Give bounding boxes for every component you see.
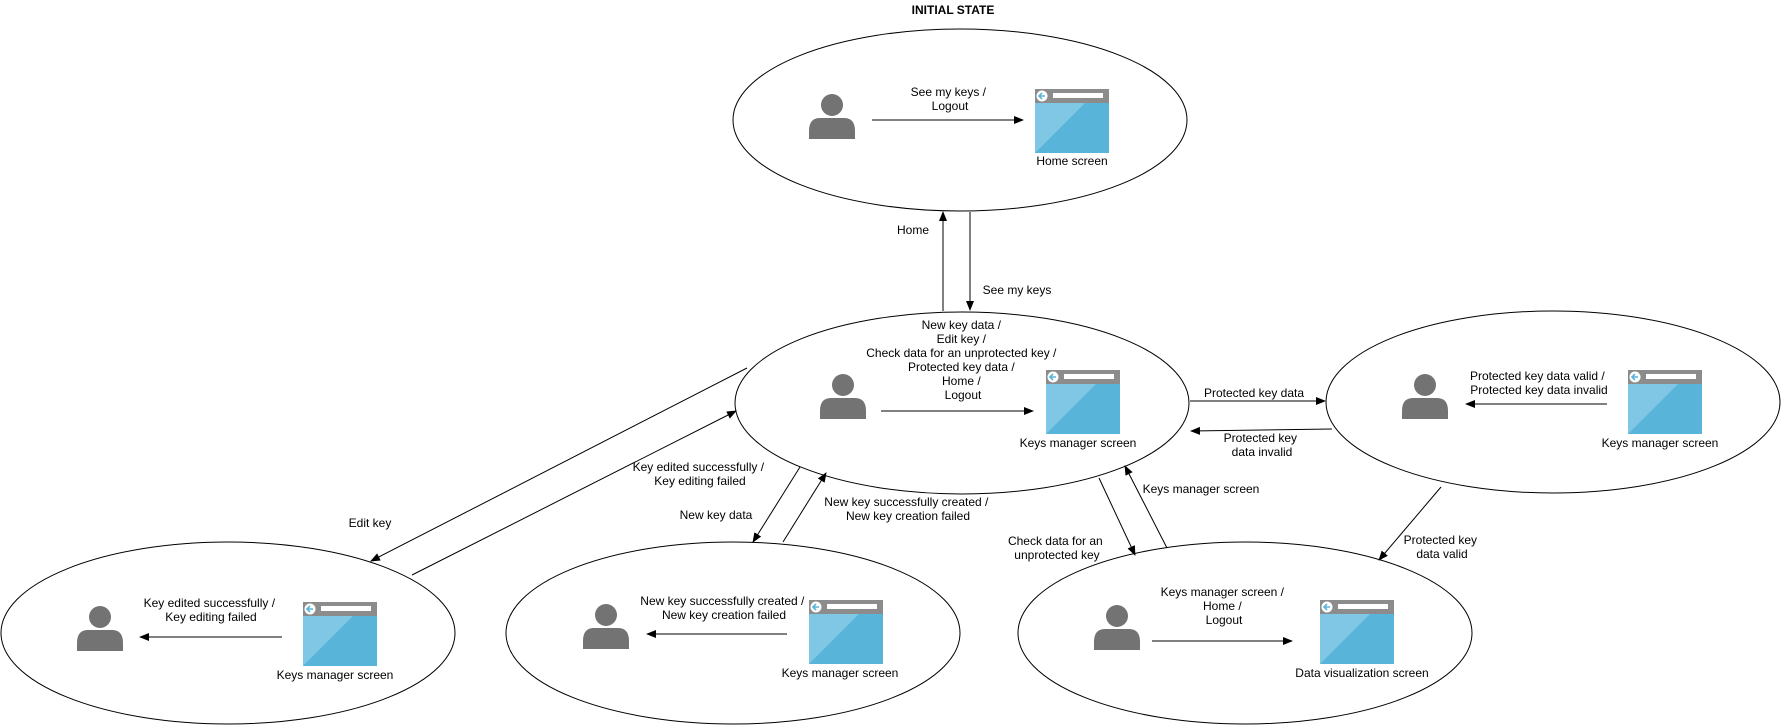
transition-arrow	[1378, 486, 1442, 561]
event-line: Protected key data invalid	[1470, 383, 1607, 397]
event-line: Protected key data /	[908, 360, 1015, 374]
transition-label: See my keys	[983, 283, 1052, 297]
screen-label: Keys manager screen	[1602, 436, 1719, 450]
state-protected-key: Protected key data valid / Protected key…	[1325, 310, 1781, 494]
browser-window-icon	[302, 601, 378, 667]
screen-label: Data visualization screen	[1295, 666, 1428, 680]
transition-dataviz-to-keys: Keys manager screen	[1124, 465, 1260, 549]
state-dataviz-events: Keys manager screen / Home / Logout	[1161, 585, 1288, 627]
transition-protected-to-dataviz: Protected key data valid	[1378, 486, 1481, 561]
event-line: Logout	[945, 388, 982, 402]
screen-label: Home screen	[1036, 154, 1107, 168]
user-icon	[820, 374, 866, 419]
transition-label-line: data valid	[1416, 547, 1467, 561]
event-line: Protected key data valid /	[1470, 369, 1605, 383]
browser-window-icon	[808, 599, 884, 665]
transition-protected-to-keys: Protected key data invalid	[1190, 426, 1333, 459]
state-new-events: New key successfully created / New key c…	[640, 594, 807, 622]
transition-arrow	[1190, 426, 1333, 435]
state-home-ellipse	[732, 28, 1188, 212]
browser-window-icon	[1034, 88, 1110, 154]
transition-label-line: Key editing failed	[654, 474, 745, 488]
transition-arrow	[1124, 465, 1168, 549]
browser-window-icon	[1045, 369, 1121, 435]
screen-label: Keys manager screen	[1020, 436, 1137, 450]
transition-home-to-keys: See my keys	[966, 212, 1052, 311]
browser-window-icon	[1627, 369, 1703, 435]
transition-label: Protected key data	[1204, 386, 1304, 400]
state-data-visualization: Keys manager screen / Home / Logout Data…	[1017, 541, 1473, 725]
event-line: Logout	[932, 99, 969, 113]
state-dataviz-ellipse	[1017, 541, 1473, 725]
event-line: See my keys /	[911, 85, 987, 99]
event-line: New key creation failed	[662, 608, 786, 622]
diagram-title: INITIAL STATE	[912, 3, 995, 17]
user-icon	[1094, 605, 1140, 650]
event-line: Home /	[1203, 599, 1242, 613]
transition-edit-to-keys: Key edited successfully / Key editing fa…	[411, 410, 768, 576]
transition-arrow	[370, 367, 748, 562]
transition-label: Key edited successfully / Key editing fa…	[633, 460, 768, 488]
transition-label-line: data invalid	[1232, 445, 1293, 459]
transition-arrow	[411, 410, 737, 576]
state-edit-ellipse	[0, 541, 456, 725]
state-keys-manager: New key data / Edit key / Check data for…	[734, 311, 1190, 495]
transition-label-line: New key successfully created /	[824, 495, 989, 509]
event-line: Edit key /	[937, 332, 987, 346]
transition-label-line: unprotected key	[1014, 548, 1099, 562]
transition-label: Edit key	[349, 516, 392, 530]
event-line: Keys manager screen /	[1161, 585, 1285, 599]
state-new-key: New key successfully created / New key c…	[505, 541, 961, 725]
event-line: Check data for an unprotected key /	[866, 346, 1057, 360]
state-protected-ellipse	[1325, 310, 1781, 494]
transition-label-line: Protected key	[1404, 533, 1477, 547]
event-line: Home /	[942, 374, 981, 388]
event-line: New key data /	[922, 318, 1002, 332]
state-edit-events: Key edited successfully / Key editing fa…	[144, 596, 279, 624]
transition-label: Keys manager screen	[1143, 482, 1260, 496]
user-icon	[1402, 374, 1448, 419]
screen-label: Keys manager screen	[277, 668, 394, 682]
state-new-ellipse	[505, 541, 961, 725]
transition-label: Protected key data invalid	[1224, 431, 1301, 459]
user-icon	[809, 94, 855, 139]
transition-keys-to-protected: Protected key data	[1190, 386, 1326, 405]
event-line: New key successfully created /	[640, 594, 805, 608]
screen-label: Keys manager screen	[782, 666, 899, 680]
transition-new-to-keys: New key successfully created / New key c…	[782, 472, 991, 543]
state-edit-key: Key edited successfully / Key editing fa…	[0, 541, 456, 725]
user-icon	[77, 606, 123, 651]
state-home: See my keys / Logout Home screen	[732, 28, 1188, 212]
event-line: Key edited successfully /	[144, 596, 276, 610]
transition-label: Check data for an unprotected key	[1008, 534, 1106, 562]
transition-keys-to-edit: Edit key	[349, 367, 748, 562]
transition-label-line: Check data for an	[1008, 534, 1103, 548]
transition-label: Home	[897, 223, 929, 237]
user-icon	[583, 604, 629, 649]
transition-keys-to-dataviz: Check data for an unprotected key	[1008, 477, 1136, 562]
transition-keys-to-home: Home	[897, 211, 947, 311]
transition-label-line: Key edited successfully /	[633, 460, 765, 474]
state-home-events: See my keys / Logout	[911, 85, 990, 113]
state-protected-events: Protected key data valid / Protected key…	[1470, 369, 1608, 397]
browser-window-icon	[1319, 599, 1395, 665]
event-line: Key editing failed	[165, 610, 256, 624]
transition-label: New key successfully created / New key c…	[824, 495, 991, 523]
transition-arrow	[782, 472, 827, 543]
event-line: Logout	[1206, 613, 1243, 627]
transition-label-line: Protected key	[1224, 431, 1297, 445]
state-keys-events: New key data / Edit key / Check data for…	[866, 318, 1059, 402]
state-keys-ellipse	[734, 311, 1190, 495]
transition-label-line: New key creation failed	[846, 509, 970, 523]
transition-keys-to-new: New key data	[680, 466, 801, 543]
transition-label: New key data	[680, 508, 753, 522]
transition-label: Protected key data valid	[1404, 533, 1481, 561]
transition-arrow	[1098, 477, 1136, 556]
transition-arrow	[752, 466, 801, 543]
